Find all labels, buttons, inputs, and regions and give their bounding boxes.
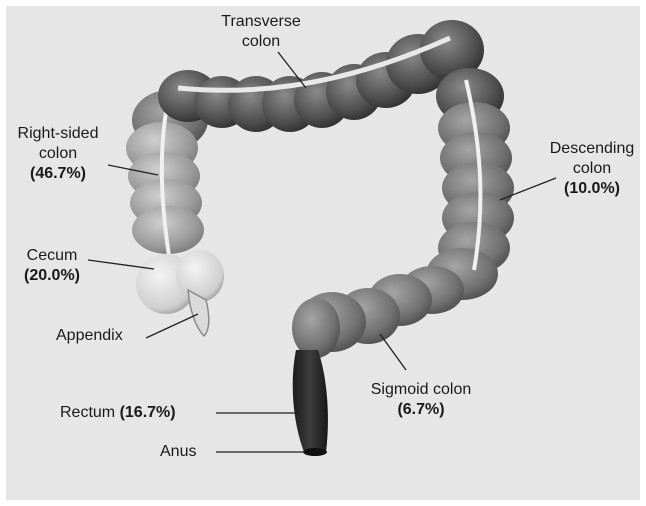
label-right-sided-line2: colon bbox=[8, 144, 108, 164]
label-descending-line1: Descending bbox=[544, 139, 640, 159]
label-cecum: Cecum (20.0%) bbox=[12, 246, 92, 286]
label-appendix: Appendix bbox=[56, 326, 123, 346]
label-cecum-name: Cecum bbox=[12, 246, 92, 266]
label-right-sided-line1: Right-sided bbox=[8, 124, 108, 144]
label-descending-pct: (10.0%) bbox=[544, 179, 640, 199]
label-rectum: Rectum (16.7%) bbox=[60, 403, 176, 423]
label-right-sided-colon: Right-sided colon (46.7%) bbox=[8, 124, 108, 184]
label-rectum-pct: (16.7%) bbox=[120, 404, 176, 421]
label-descending-line2: colon bbox=[544, 159, 640, 179]
label-transverse-colon: Transverse colon bbox=[216, 12, 306, 52]
label-descending-colon: Descending colon (10.0%) bbox=[544, 139, 640, 199]
anus bbox=[303, 448, 327, 456]
label-appendix-name: Appendix bbox=[56, 327, 123, 344]
label-sigmoid-colon: Sigmoid colon (6.7%) bbox=[356, 380, 486, 420]
label-anus-name: Anus bbox=[160, 443, 196, 460]
label-sigmoid-name: Sigmoid colon bbox=[356, 380, 486, 400]
label-sigmoid-pct: (6.7%) bbox=[356, 400, 486, 420]
label-transverse-line1: Transverse bbox=[216, 12, 306, 32]
label-cecum-pct: (20.0%) bbox=[12, 266, 92, 286]
label-rectum-name: Rectum bbox=[60, 404, 115, 421]
label-right-sided-pct: (46.7%) bbox=[8, 164, 108, 184]
label-transverse-line2: colon bbox=[216, 32, 306, 52]
label-anus: Anus bbox=[160, 442, 196, 462]
